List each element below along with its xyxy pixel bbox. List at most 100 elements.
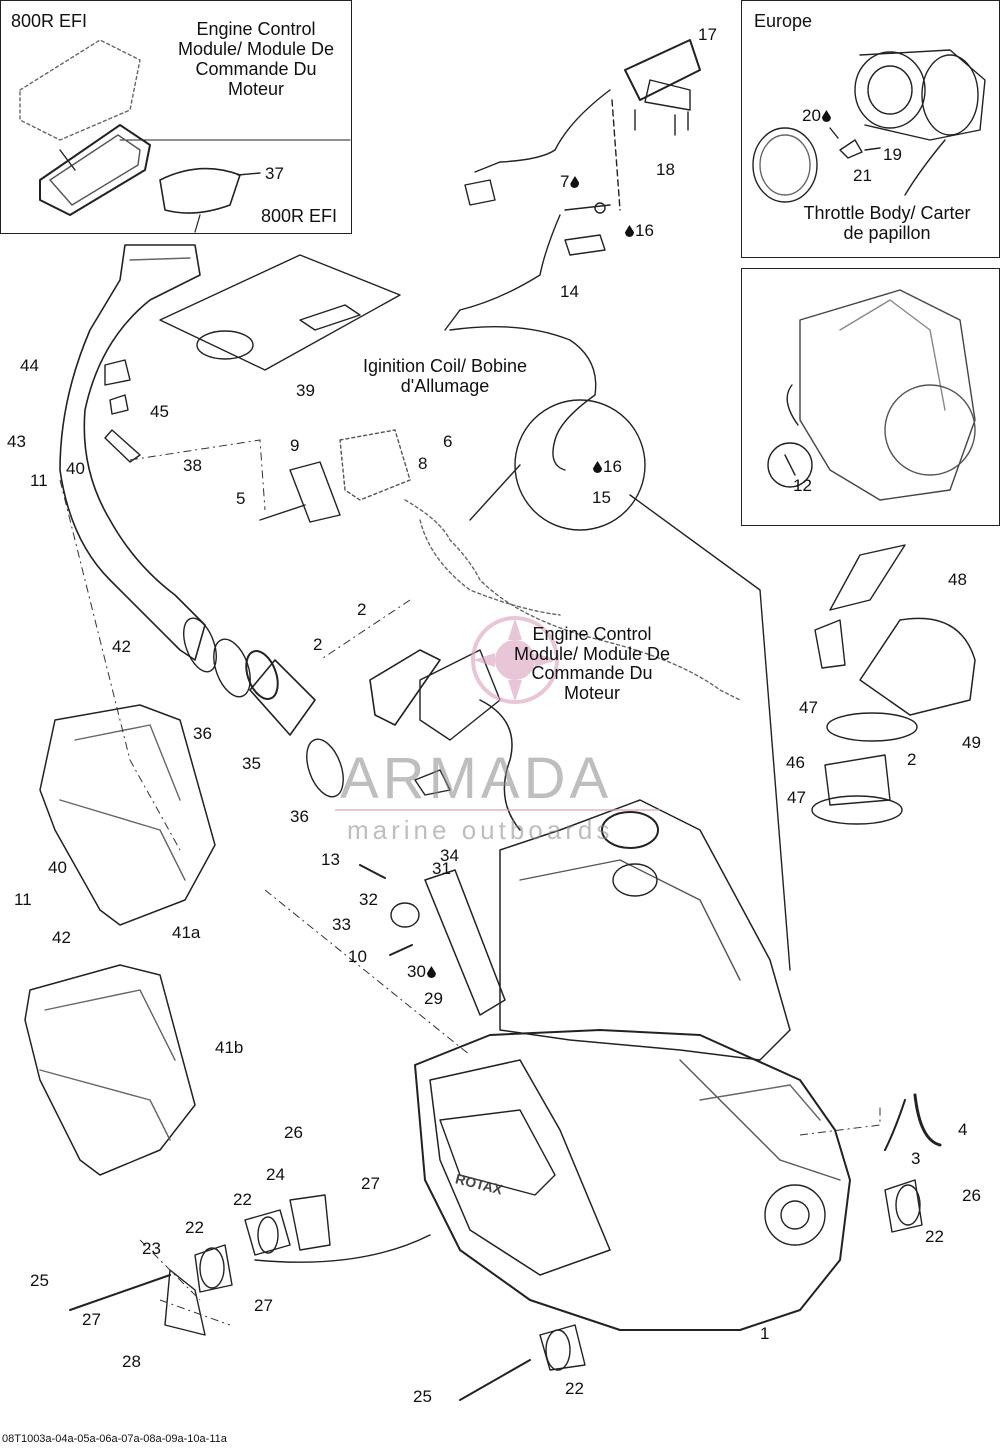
callout: 27: [254, 1297, 273, 1315]
callout-number: 31: [432, 859, 451, 878]
callout-number: 38: [183, 456, 202, 475]
callout: 28: [122, 1353, 141, 1371]
callout: 24: [266, 1166, 285, 1184]
callout-number: 26: [284, 1123, 303, 1142]
callout-number: 10: [348, 947, 367, 966]
callout: 20: [802, 107, 832, 125]
europe-inset-label: Europe: [754, 11, 813, 31]
callout-number: 39: [296, 381, 315, 400]
callout-number: 27: [254, 1296, 273, 1315]
callout: 23: [142, 1240, 161, 1258]
callout-number: 21: [853, 166, 872, 185]
callout: 15: [592, 489, 611, 507]
throttle-body-title: Throttle Body/ Carter de papillon: [803, 203, 971, 243]
watermark-title: ARMADA: [340, 746, 613, 811]
callout-number: 46: [786, 753, 805, 772]
callout: 48: [948, 571, 967, 589]
callout: 27: [82, 1311, 101, 1329]
callout-number: 12: [793, 476, 812, 495]
ignition-coil-note: Iginition Coil/ Bobine d'Allumage: [362, 356, 528, 396]
callout: 26: [962, 1187, 981, 1205]
callout: 49: [962, 734, 981, 752]
callout-number: 25: [30, 1271, 49, 1290]
callout-number: 1: [760, 1324, 770, 1343]
callout-number: 22: [925, 1227, 944, 1246]
callout-number: 49: [962, 733, 981, 752]
callout-number: 22: [565, 1379, 584, 1398]
callout-number: 26: [962, 1186, 981, 1205]
ecm-inset-label: 800R EFI: [11, 11, 88, 31]
ecm-inset-sub-label: 800R EFI: [261, 206, 338, 226]
callout-number: 2: [313, 635, 323, 654]
callout: 43: [7, 433, 26, 451]
callout-number: 9: [290, 436, 300, 455]
callout: 22: [185, 1219, 204, 1237]
callout: 33: [332, 916, 351, 934]
callout: 22: [565, 1380, 584, 1398]
callout: 41b: [215, 1039, 243, 1057]
callout: 19: [883, 146, 902, 164]
callout-number: 18: [656, 160, 675, 179]
callout: 6: [443, 433, 452, 451]
callout: 16: [592, 458, 622, 476]
callout-number: 42: [52, 928, 71, 947]
callout: 22: [233, 1191, 252, 1209]
engine-overview-inset: [741, 268, 1000, 526]
callout-number: 3: [911, 1149, 921, 1168]
callout: 45: [150, 403, 169, 421]
callout-number: 45: [150, 402, 169, 421]
callout-number: 30: [407, 962, 426, 981]
callout: 41a: [172, 924, 200, 942]
callout-number: 36: [193, 724, 212, 743]
callout: 30: [407, 963, 437, 981]
callout-number: 24: [266, 1165, 285, 1184]
callout: 10: [348, 948, 367, 966]
watermark-subtitle: marine outboards: [347, 815, 614, 845]
callout-number: 27: [82, 1310, 101, 1329]
callout-number: 42: [112, 637, 131, 656]
callout: 4: [958, 1121, 967, 1139]
callout: 46: [786, 754, 805, 772]
ecm-inset-title: Engine Control Module/ Module De Command…: [177, 19, 335, 99]
europe-inset: Europe Throttle Body/ Carter de papillon: [741, 0, 1000, 258]
callout-number: 36: [290, 807, 309, 826]
callout: 31: [432, 860, 451, 878]
callout: 11: [14, 891, 32, 909]
callout: 17: [698, 26, 717, 44]
callout: 36: [290, 808, 309, 826]
callout-number: 15: [592, 488, 611, 507]
callout: 40: [48, 859, 67, 877]
callout-number: 19: [883, 145, 902, 164]
callout: 34: [440, 847, 459, 865]
callout-number: 13: [321, 850, 340, 869]
callout: 40: [66, 460, 85, 478]
callout: 42: [112, 638, 131, 656]
sealant-drop-icon: [625, 225, 634, 237]
callout-number: 47: [799, 698, 818, 717]
callout-number: 16: [603, 457, 622, 476]
callout: 36: [193, 725, 212, 743]
callout: 47: [799, 699, 818, 717]
callout: 37: [265, 165, 284, 183]
callout-number: 22: [233, 1190, 252, 1209]
callout-number: 29: [424, 989, 443, 1008]
callout: 14: [560, 283, 579, 301]
callout-number: 32: [359, 890, 378, 909]
callout-number: 5: [236, 489, 246, 508]
callout-number: 11: [30, 471, 48, 490]
callout: 22: [925, 1228, 944, 1246]
callout: 2: [907, 751, 916, 769]
callout-number: 28: [122, 1352, 141, 1371]
callout-number: 37: [265, 164, 284, 183]
callout-number: 14: [560, 282, 579, 301]
callout-number: 47: [787, 788, 806, 807]
footer-code: 08T1003a-04a-05a-06a-07a-08a-09a-10a-11a: [2, 1433, 227, 1445]
callout: 38: [183, 457, 202, 475]
callout: 32: [359, 891, 378, 909]
watermark-logo: [335, 616, 660, 811]
callout: 42: [52, 929, 71, 947]
ecm-main-note: Engine Control Module/ Module De Command…: [513, 624, 671, 703]
callout-number: 35: [242, 754, 261, 773]
